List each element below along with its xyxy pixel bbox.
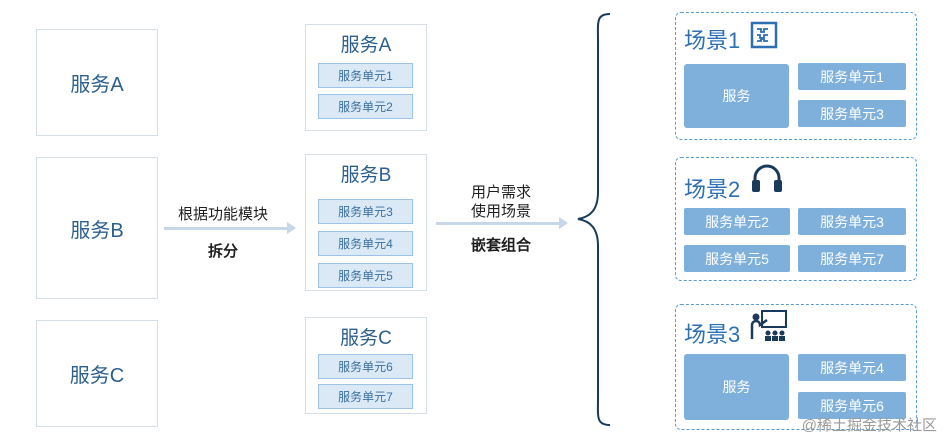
scene-2-unit-3: 服务单元3 — [798, 208, 906, 235]
scene-1-unit-1: 服务单元1 — [798, 63, 906, 90]
group-a-unit-1: 服务单元1 — [318, 63, 413, 88]
scene-3-unit-4: 服务单元4 — [798, 354, 906, 381]
headset-icon — [752, 164, 782, 192]
split-arrow-line — [164, 227, 288, 230]
group-service-c: 服务C 服务单元6 服务单元7 — [305, 317, 427, 414]
scene-3: 场景3 服务 服务单元4 服务单元6 — [675, 304, 917, 430]
scene-3-service: 服务 — [684, 354, 789, 420]
group-c-unit-6: 服务单元6 — [318, 354, 413, 379]
scene-2-unit-7: 服务单元7 — [798, 245, 906, 272]
scene-1-title: 场景1 — [684, 28, 741, 53]
service-b-label: 服务B — [70, 219, 124, 242]
group-c-unit-7: 服务单元7 — [318, 384, 413, 409]
curly-brace — [577, 13, 611, 426]
group-b-unit-3: 服务单元3 — [318, 199, 413, 224]
split-label-bottom: 拆分 — [207, 243, 238, 260]
scene-1: 场景1 服务 服务单元1 服务单元3 — [675, 12, 917, 140]
service-a-label: 服务A — [70, 74, 124, 96]
scene-3-unit-6: 服务单元6 — [798, 392, 906, 419]
scene-1-unit-3: 服务单元3 — [798, 100, 906, 127]
scene-3-title: 场景3 — [684, 322, 741, 347]
group-b-unit-5: 服务单元5 — [318, 263, 413, 288]
combine-label-line2: 使用场景 — [470, 203, 531, 220]
combine-arrow-line — [436, 222, 560, 225]
combine-label-bottom: 嵌套组合 — [470, 237, 531, 254]
presentation-icon — [750, 310, 787, 341]
group-a-unit-2: 服务单元2 — [318, 94, 413, 119]
group-b-title: 服务B — [340, 165, 392, 186]
service-c-label: 服务C — [69, 365, 125, 387]
group-service-b: 服务B 服务单元3 服务单元4 服务单元5 — [305, 154, 427, 291]
service-a-box: 服务A — [36, 29, 158, 136]
watermark: @稀土掘金技术社区 — [801, 417, 937, 434]
split-label-top: 根据功能模块 — [177, 206, 268, 223]
scene-2-unit-5: 服务单元5 — [684, 245, 790, 272]
group-a-title: 服务A — [340, 35, 392, 56]
group-c-title: 服务C — [340, 328, 392, 349]
group-b-unit-4: 服务单元4 — [318, 231, 413, 256]
combine-arrow-head — [559, 217, 568, 229]
service-c-box: 服务C — [36, 320, 158, 427]
puzzle-icon — [750, 21, 778, 49]
scene-1-service: 服务 — [684, 64, 789, 128]
scene-2-title: 场景2 — [684, 177, 741, 202]
scene-2: 场景2 服务单元2 服务单元3 服务单元5 服务单元7 — [675, 157, 917, 281]
scene-2-unit-2: 服务单元2 — [684, 208, 790, 235]
group-service-a: 服务A 服务单元1 服务单元2 — [305, 24, 427, 131]
combine-label-line1: 用户需求 — [470, 184, 531, 201]
service-b-box: 服务B — [36, 157, 158, 299]
split-arrow-head — [287, 222, 296, 234]
